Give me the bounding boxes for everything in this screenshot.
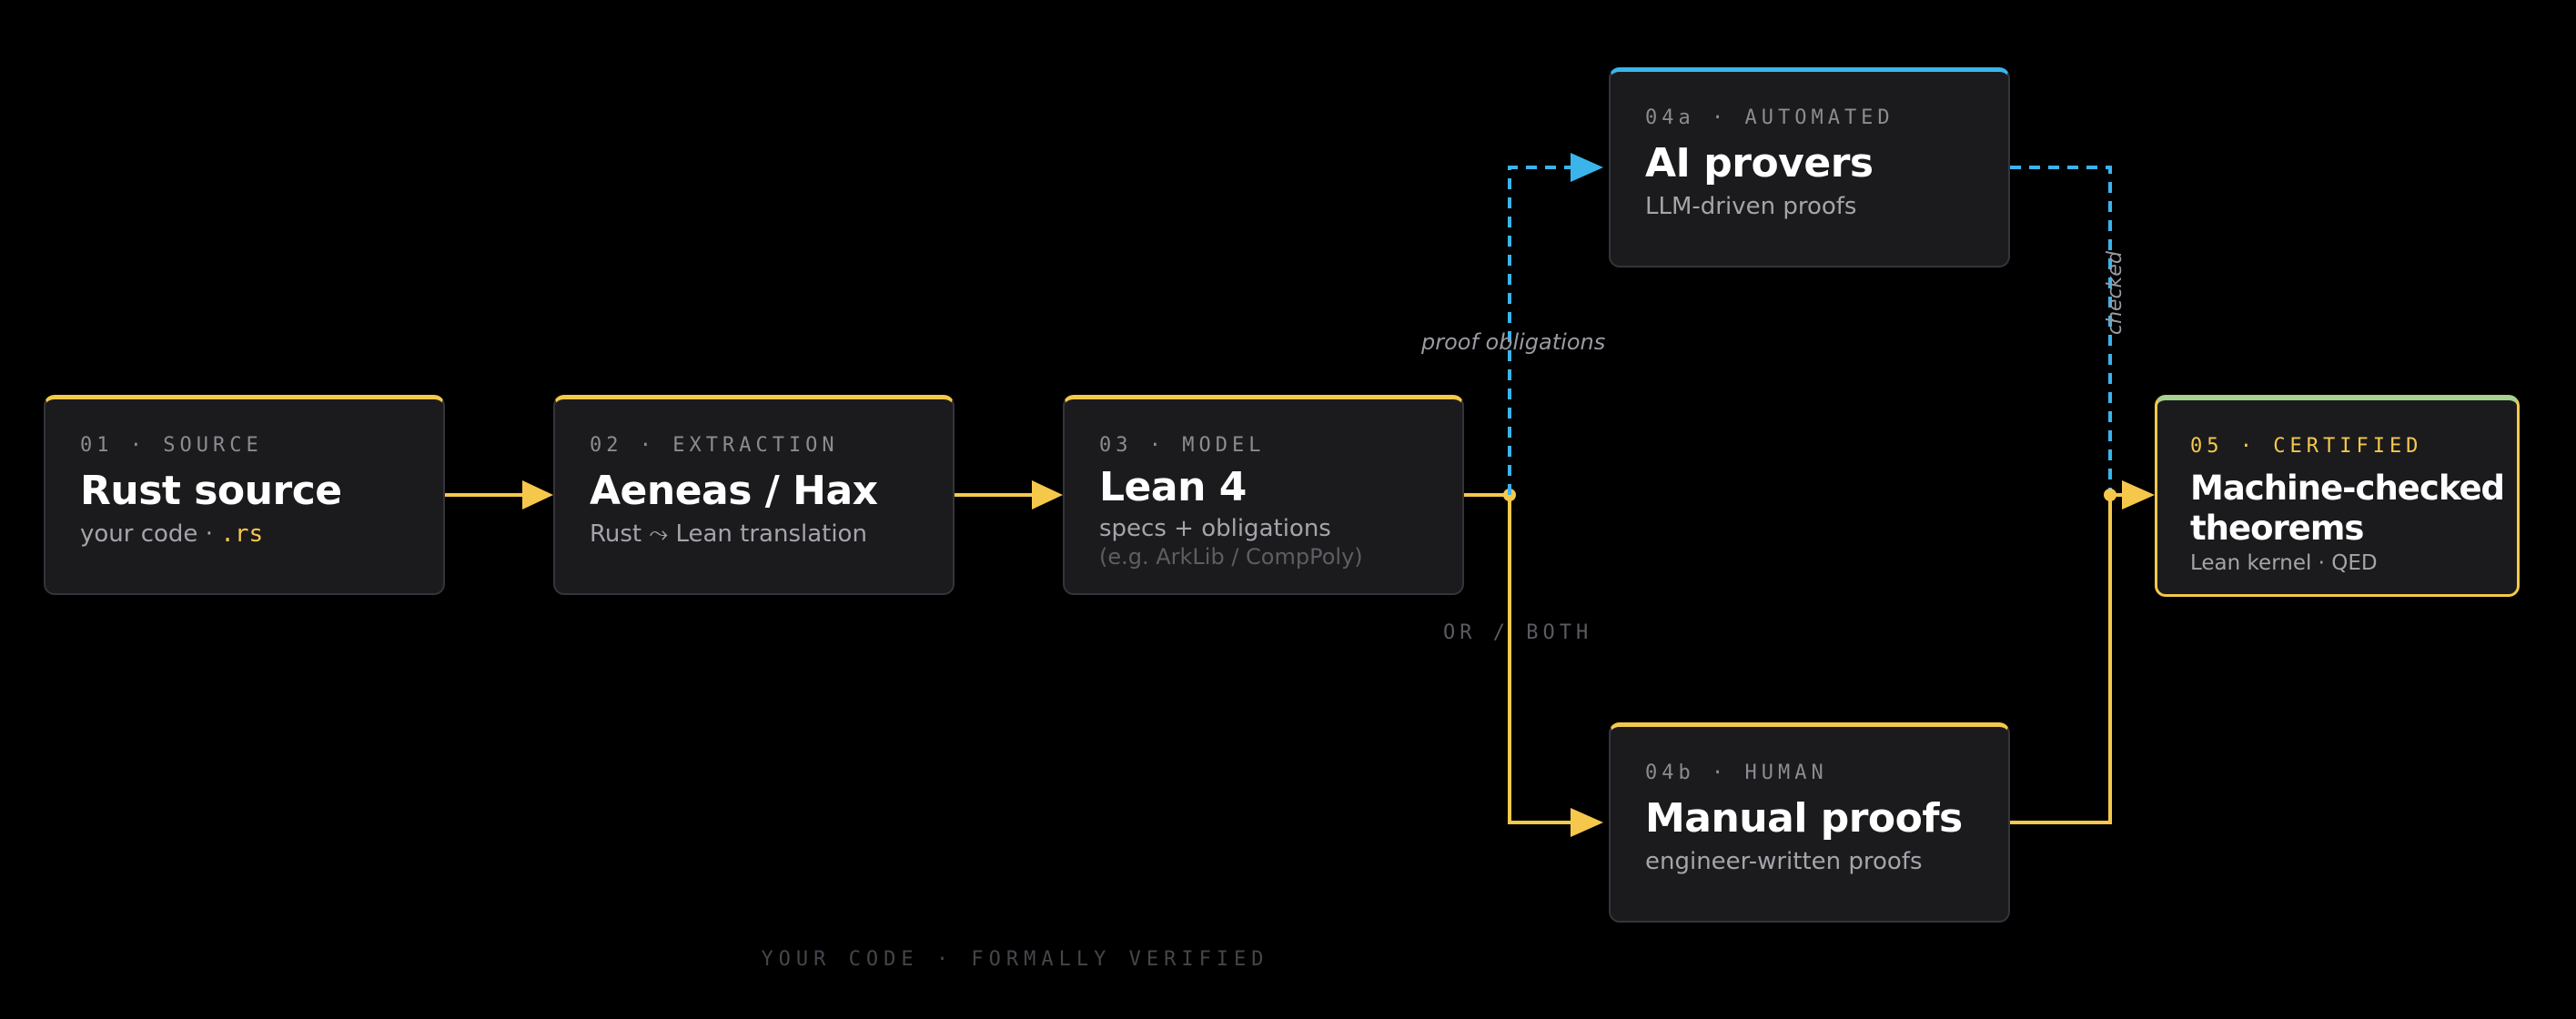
footer-text: YOUR CODE · FORMALLY VERIFIED	[761, 948, 1269, 971]
edge-extraction-to-model	[955, 480, 1063, 510]
node-lean-4: 03 · MODEL Lean 4 specs + obligations (e…	[1063, 395, 1464, 595]
node-subtitle: Lean kernel · QED	[2190, 551, 2378, 576]
node-title: Machine-checked theorems	[2190, 469, 2505, 548]
node-kicker: 01 · SOURCE	[80, 434, 263, 457]
node-title: Lean 4	[1099, 464, 1247, 510]
node-rust-source: 01 · SOURCE Rust source your code · .rs	[44, 395, 445, 595]
node-subtitle: LLM-driven proofs	[1645, 193, 1857, 221]
node-kicker: 05 · CERTIFIED	[2190, 435, 2423, 458]
node-kicker: 02 · EXTRACTION	[590, 434, 839, 457]
node-subtitle: specs + obligations	[1099, 515, 1331, 543]
edge-manual-proofs-to-merge	[2010, 495, 2112, 824]
node-kicker: 04a · AUTOMATED	[1645, 106, 1894, 129]
footer-caption: YOUR CODE · FORMALLY VERIFIED	[0, 948, 2576, 971]
node-note: (e.g. ArkLib / CompPoly)	[1099, 544, 1363, 570]
edge-split-to-manual-proofs	[1508, 495, 1603, 837]
node-subtitle-text: your code ·	[80, 520, 221, 549]
node-title: Rust source	[80, 468, 342, 514]
edge-split-to-ai-provers	[1508, 153, 1603, 495]
node-kicker: 04b · HUMAN	[1645, 762, 1828, 784]
node-title: AI provers	[1645, 140, 1874, 187]
file-extension: .rs	[220, 520, 264, 549]
node-title: Manual proofs	[1645, 795, 1963, 842]
edge-source-to-extraction	[445, 480, 553, 510]
edge-label-checked: checked	[2104, 251, 2126, 335]
edge-label-proof-obligations: proof obligations	[1421, 329, 1606, 355]
node-title: Aeneas / Hax	[590, 468, 878, 514]
node-aeneas-hax: 02 · EXTRACTION Aeneas / Hax Rust ⤳ Lean…	[553, 395, 955, 595]
edge-merge-to-certified	[2104, 480, 2155, 510]
node-subtitle: engineer-written proofs	[1645, 848, 1923, 876]
edge-label-or-both: OR / BOTH	[1443, 621, 1593, 644]
node-manual-proofs: 04b · HUMAN Manual proofs engineer-writt…	[1609, 722, 2010, 923]
node-machine-checked-theorems: 05 · CERTIFIED Machine-checked theorems …	[2155, 395, 2520, 597]
node-kicker: 03 · MODEL	[1099, 434, 1266, 457]
node-subtitle: your code · .rs	[80, 520, 443, 548]
node-ai-provers: 04a · AUTOMATED AI provers LLM-driven pr…	[1609, 67, 2010, 267]
node-subtitle: Rust ⤳ Lean translation	[590, 520, 867, 549]
edge-ai-provers-to-merge	[2010, 166, 2112, 495]
